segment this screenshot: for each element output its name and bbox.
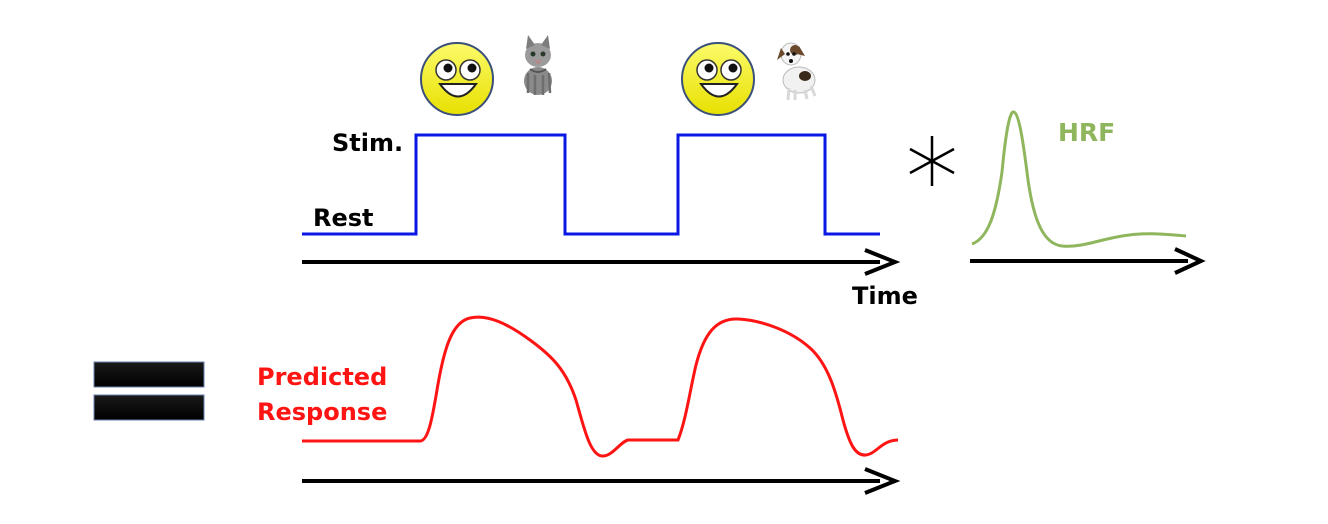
- hrf-curve: [971, 110, 1187, 248]
- kitten-icon: [524, 35, 552, 95]
- predicted-label-line1: Predicted: [257, 363, 387, 391]
- smiley-face-icon: [420, 42, 494, 116]
- predicted-label-line2: Response: [257, 398, 387, 426]
- predicted-response-curve: [302, 315, 899, 458]
- time-label: Time: [852, 282, 918, 310]
- rest-label: Rest: [313, 204, 374, 232]
- response-axis-arrowhead: [864, 467, 901, 495]
- dog-icon: [777, 42, 817, 101]
- stim-label: Stim.: [332, 129, 403, 157]
- stimulus-boxcar-line: [302, 133, 880, 236]
- hrf-label: HRF: [1058, 118, 1115, 147]
- hrf-axis-arrowhead: [1174, 247, 1206, 275]
- equals-sign-icon: [93, 361, 205, 421]
- smiley-face-icon: [681, 42, 755, 116]
- time-axis-arrowhead: [864, 248, 901, 276]
- asterisk-convolution-icon: [909, 136, 955, 186]
